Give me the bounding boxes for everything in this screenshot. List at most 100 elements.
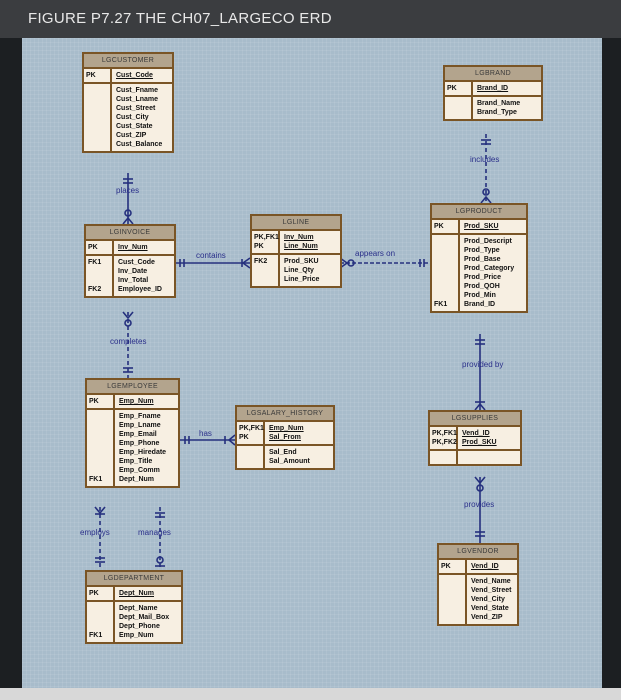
attribute-column: Vend_ID <box>467 560 517 573</box>
key-marker <box>89 466 111 475</box>
key-column <box>439 575 467 624</box>
attribute-column: Dept_Num <box>115 587 181 600</box>
attribute-name: Vend_City <box>471 596 505 603</box>
attribute-name: Emp_Title <box>119 458 153 465</box>
key-marker: FK2 <box>254 258 268 265</box>
rel-label-places: places <box>116 186 140 195</box>
entity-name: LGSALARY_HISTORY <box>237 407 333 422</box>
attribute-name: Line_Qty <box>284 267 314 274</box>
attribute-name: Emp_Hiredate <box>119 449 167 456</box>
rel-label-includes: includes <box>470 155 500 164</box>
attribute-column: Prod_SKU <box>460 220 526 233</box>
key-marker <box>239 448 261 457</box>
key-marker <box>432 453 454 462</box>
key-marker: PK <box>239 434 249 441</box>
key-column <box>445 97 473 119</box>
entity-name: LGINVOICE <box>86 226 174 241</box>
key-marker <box>434 273 456 282</box>
attribute-name: Brand_Name <box>477 100 521 107</box>
key-marker <box>239 457 261 466</box>
attribute-name: Sal_Amount <box>269 458 310 465</box>
attribute-name: Prod_Type <box>464 247 500 254</box>
key-column <box>430 451 458 464</box>
attribute-column <box>458 451 520 464</box>
key-marker <box>254 266 276 275</box>
key-marker: PK,FK1 <box>432 430 457 437</box>
key-marker: PK <box>441 563 451 570</box>
rel-label-contains: contains <box>196 251 226 260</box>
primary-key-section: PK Emp_Num <box>87 395 178 410</box>
attribute-name: Emp_Comm <box>119 467 160 474</box>
key-marker: PK <box>254 243 264 250</box>
attribute-name: Emp_Phone <box>119 440 160 447</box>
entity-name: LGLINE <box>252 216 340 231</box>
key-marker <box>447 108 469 117</box>
entity-name: LGPRODUCT <box>432 205 526 220</box>
attribute-name: Employee_ID <box>118 286 162 293</box>
key-marker <box>88 267 110 276</box>
attribute-name: Vend_ZIP <box>471 614 503 621</box>
key-marker <box>86 86 108 95</box>
key-column <box>84 84 112 151</box>
key-column: PK <box>439 560 467 573</box>
attribute-name: Emp_Num <box>119 398 154 405</box>
attribute-name: Brand_ID <box>464 301 496 308</box>
attribute-name: Emp_Lname <box>119 422 161 429</box>
key-marker <box>86 95 108 104</box>
key-marker: FK1 <box>434 301 448 308</box>
key-marker: FK1 <box>89 632 103 639</box>
key-marker <box>441 613 463 622</box>
entity-name: LGVENDOR <box>439 545 517 560</box>
attribute-column: Cust_Code <box>112 69 172 82</box>
attribute-column: Vend_ID Prod_SKU <box>458 427 520 449</box>
attribute-column: Emp_Num <box>115 395 178 408</box>
attribute-name: Prod_SKU <box>462 439 497 446</box>
key-marker <box>434 246 456 255</box>
attribute-name: Cust_Code <box>118 259 155 266</box>
attribute-name: Cust_ZIP <box>116 132 147 139</box>
key-column: FK2 <box>252 255 280 286</box>
attribute-name: Vend_ID <box>462 430 490 437</box>
attribute-name: Dept_Num <box>119 476 155 483</box>
key-column: PK <box>87 395 115 408</box>
figure-title: FIGURE P7.27 THE CH07_LARGECO ERD <box>0 0 621 38</box>
attribute-name: Vend_State <box>471 605 509 612</box>
attribute-name: Cust_Street <box>116 105 156 112</box>
key-marker <box>441 586 463 595</box>
key-marker <box>89 439 111 448</box>
key-marker: FK1 <box>88 259 102 266</box>
attribute-name: Vend_Name <box>471 578 511 585</box>
key-marker: PK <box>447 85 457 92</box>
attribute-name: Dept_Num <box>119 590 155 597</box>
key-column <box>237 446 265 468</box>
key-column: FK1 <box>432 235 460 311</box>
key-marker <box>89 622 111 631</box>
attribute-name: Inv_Num <box>118 244 148 251</box>
attribute-name: Emp_Email <box>119 431 157 438</box>
key-marker <box>86 131 108 140</box>
rel-label-completes: completes <box>110 337 147 346</box>
key-marker <box>447 99 469 108</box>
key-column: PK <box>86 241 114 254</box>
key-marker <box>88 276 110 285</box>
